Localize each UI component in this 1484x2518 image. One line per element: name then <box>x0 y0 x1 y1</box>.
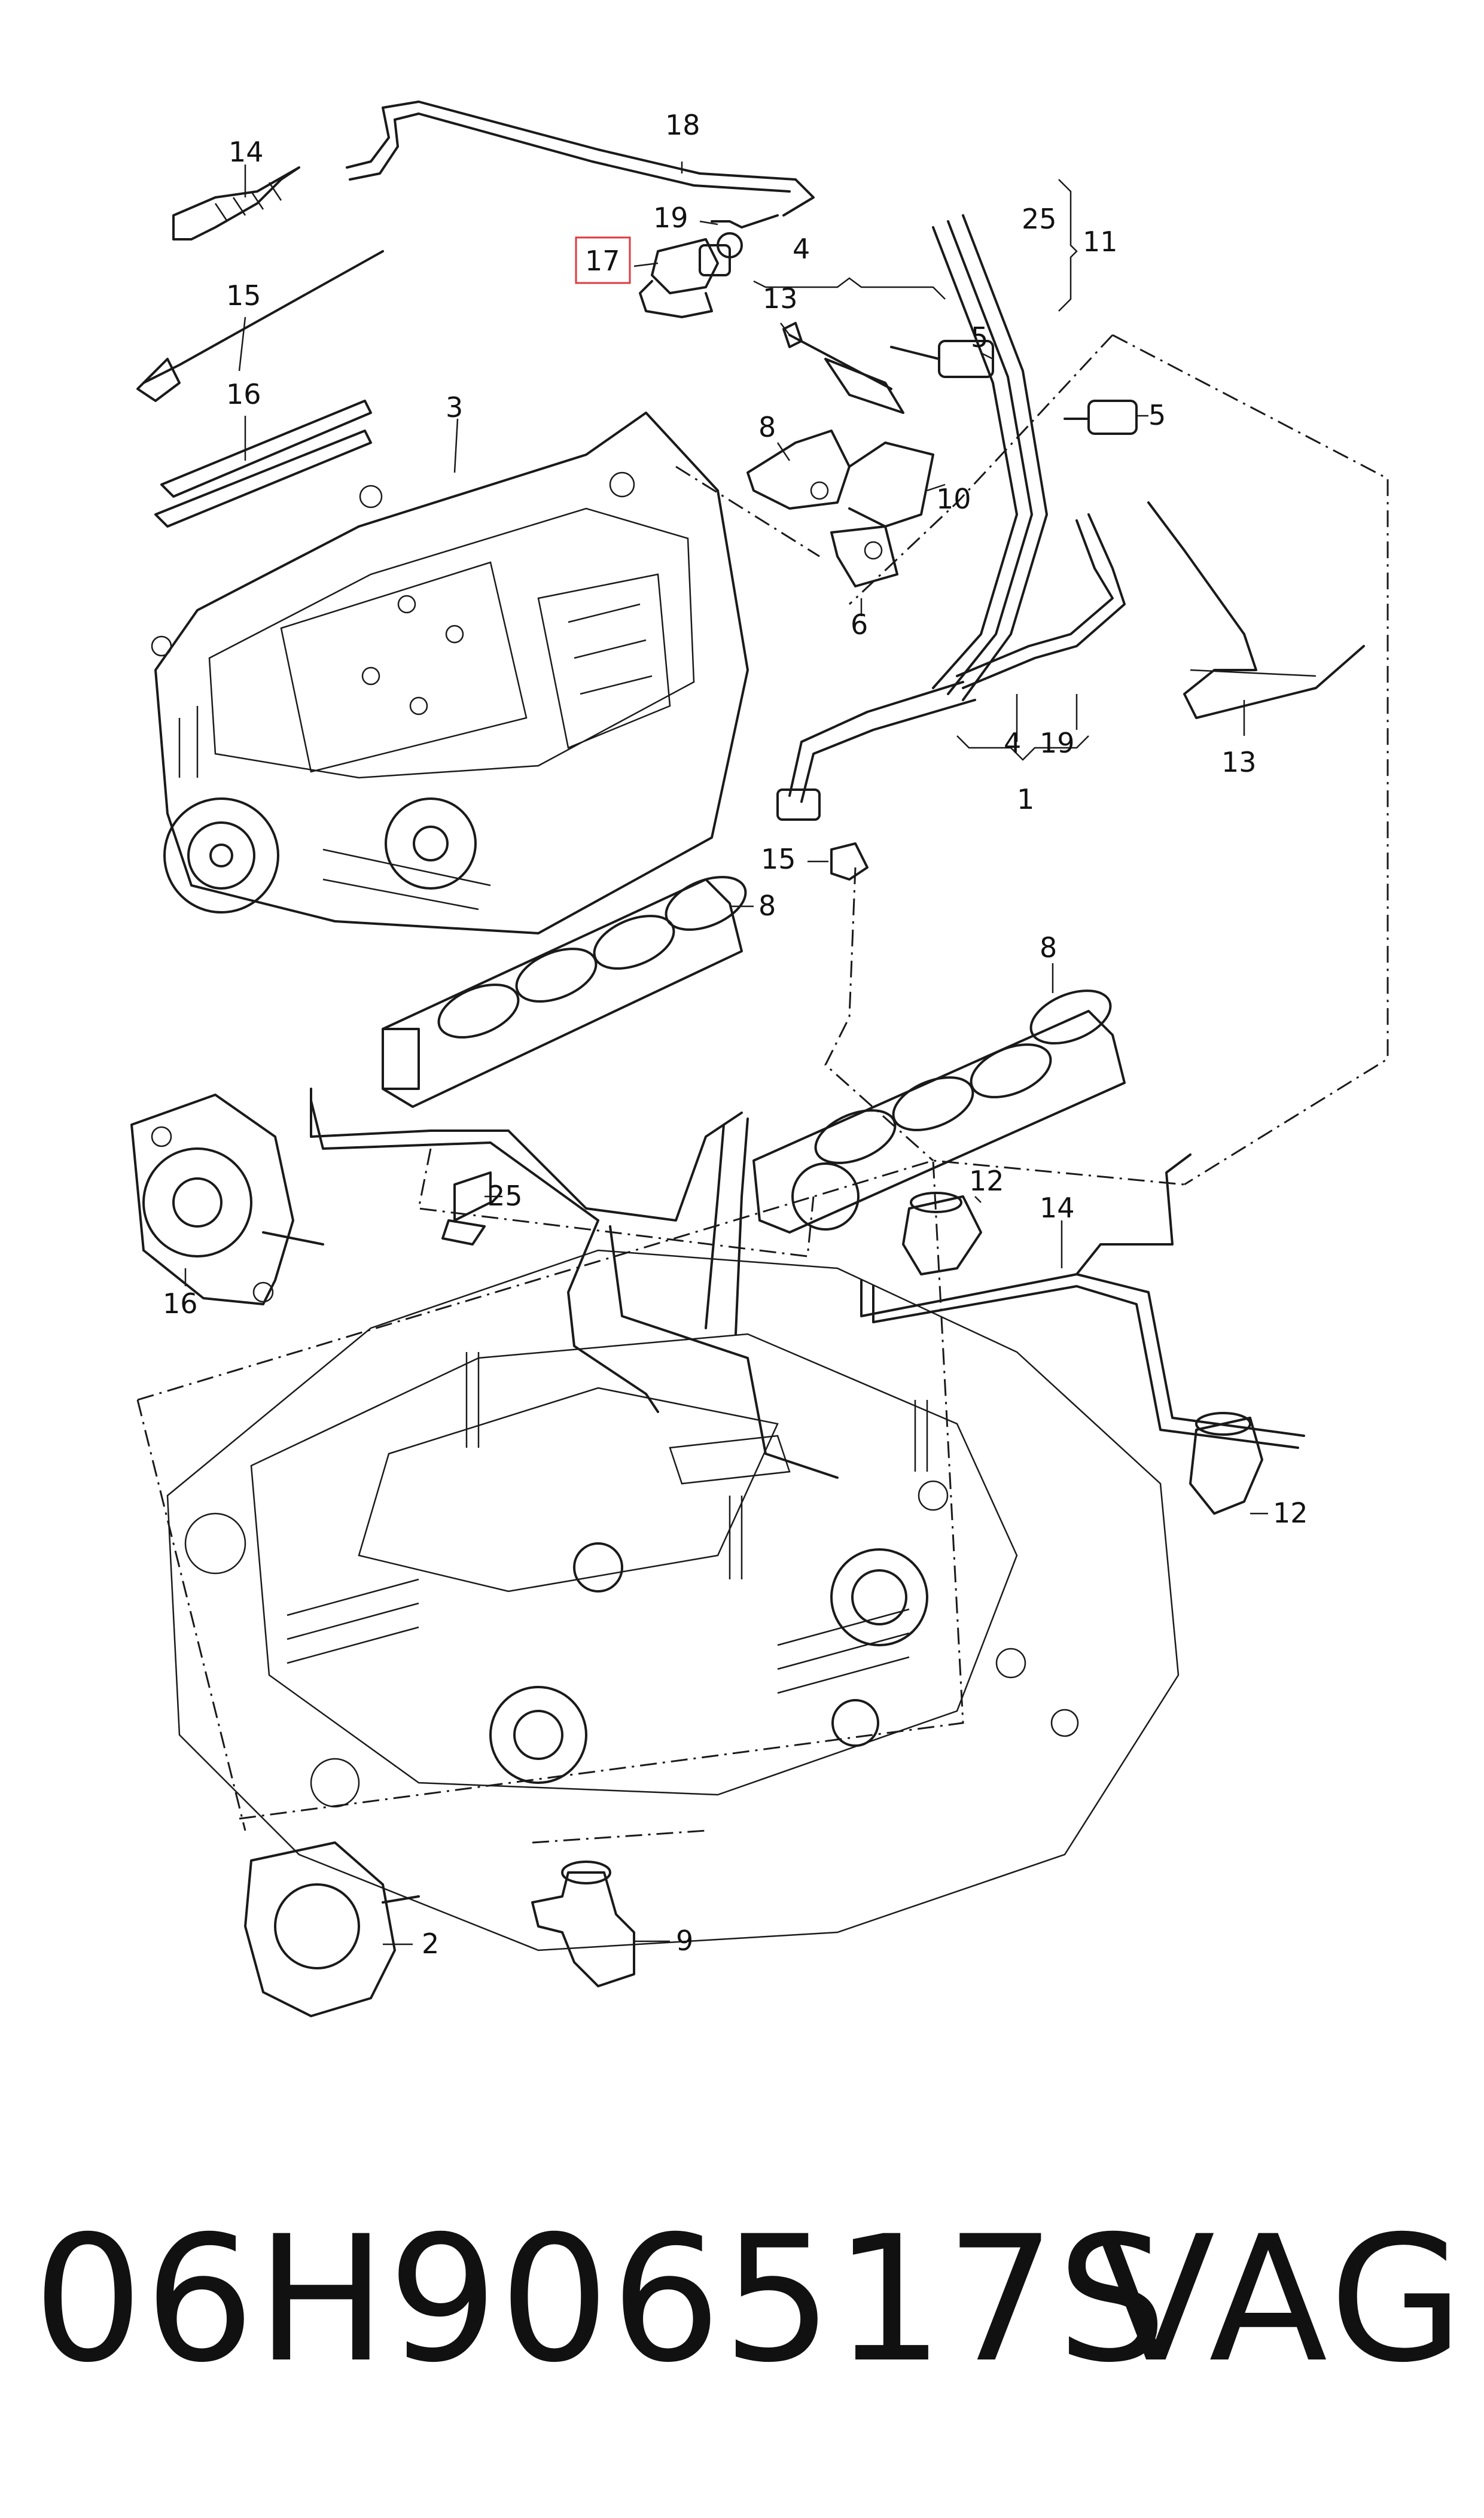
callout-label: 12 <box>1273 1497 1308 1529</box>
callout-label: 4 <box>793 233 810 265</box>
callout-label: 3 <box>446 391 463 424</box>
callout-label: 19 <box>1040 727 1075 759</box>
callout-label: 25 <box>1022 203 1057 235</box>
check-valve-12-upper <box>902 1192 982 1275</box>
engine-block <box>166 1249 1180 1951</box>
callout-label: 14 <box>228 136 264 168</box>
bracket-assembly <box>746 430 934 587</box>
clip-25 <box>441 1171 492 1246</box>
exploded-parts-diagram: 18 19 17 14 15 16 3 4 13 5 5 8 10 6 25 1… <box>130 101 1389 2017</box>
brace-brackets <box>753 179 1089 761</box>
callout-label: 13 <box>1221 746 1257 778</box>
callout-label: 14 <box>1040 1192 1075 1224</box>
valve-9 <box>531 1861 635 1987</box>
callout-label: 6 <box>851 608 868 641</box>
callout-label: 9 <box>676 1925 693 1957</box>
vacuum-pump-16 <box>130 1094 324 1305</box>
callout-label: 5 <box>971 321 988 354</box>
callout-label: 16 <box>226 378 261 410</box>
leader-lines <box>184 162 1268 1945</box>
part-number: 06H906517S <box>33 2199 1169 2401</box>
callout-label: 5 <box>1148 399 1166 431</box>
assembly-boundary-lines <box>136 334 1389 1844</box>
callout-label: 8 <box>1040 931 1057 964</box>
screw-17 <box>782 322 892 390</box>
callout-label: 19 <box>653 202 688 234</box>
callout-label: 8 <box>758 890 776 922</box>
callout-label: 25 <box>487 1180 523 1212</box>
callout-label: 18 <box>665 109 700 141</box>
vacuum-hose-23 <box>346 101 815 229</box>
brand-name: VAG <box>1096 2199 1468 2401</box>
upper-hose-bundle <box>776 214 1365 821</box>
callout-label: 2 <box>422 1928 439 1960</box>
part-number-footer: 06H906517S VAG <box>33 2202 1468 2399</box>
callout-label: 16 <box>163 1287 198 1320</box>
vacuum-pump-2 <box>244 1841 420 2017</box>
callout-label: 1 <box>1017 783 1034 815</box>
callout-label: 12 <box>969 1165 1004 1197</box>
callout-labels: 18 19 17 14 15 16 3 4 13 5 5 8 10 6 25 1… <box>163 109 1308 1960</box>
callout-label: 4 <box>1004 727 1021 759</box>
intake-runner-left-bank <box>382 876 747 1108</box>
callout-label: 17 <box>585 245 620 277</box>
intake-runner-right-bank <box>752 989 1126 1234</box>
cable-ties <box>136 166 384 528</box>
check-valve-12-lower <box>1189 1412 1263 1515</box>
sensor-22 <box>639 232 743 318</box>
callout-label: 13 <box>763 282 798 315</box>
supercharger-assembly <box>151 412 749 934</box>
callout-label: 8 <box>758 411 776 443</box>
callout-22-highlight-box <box>575 236 631 284</box>
solenoid-valves-5 <box>824 340 1138 435</box>
callout-label: 15 <box>761 843 796 875</box>
callout-label: 15 <box>226 279 261 312</box>
vacuum-line-routing <box>310 1088 1305 1479</box>
fitting-15 <box>830 842 869 881</box>
callout-label: 10 <box>936 483 971 515</box>
callout-label: 11 <box>1083 226 1118 258</box>
